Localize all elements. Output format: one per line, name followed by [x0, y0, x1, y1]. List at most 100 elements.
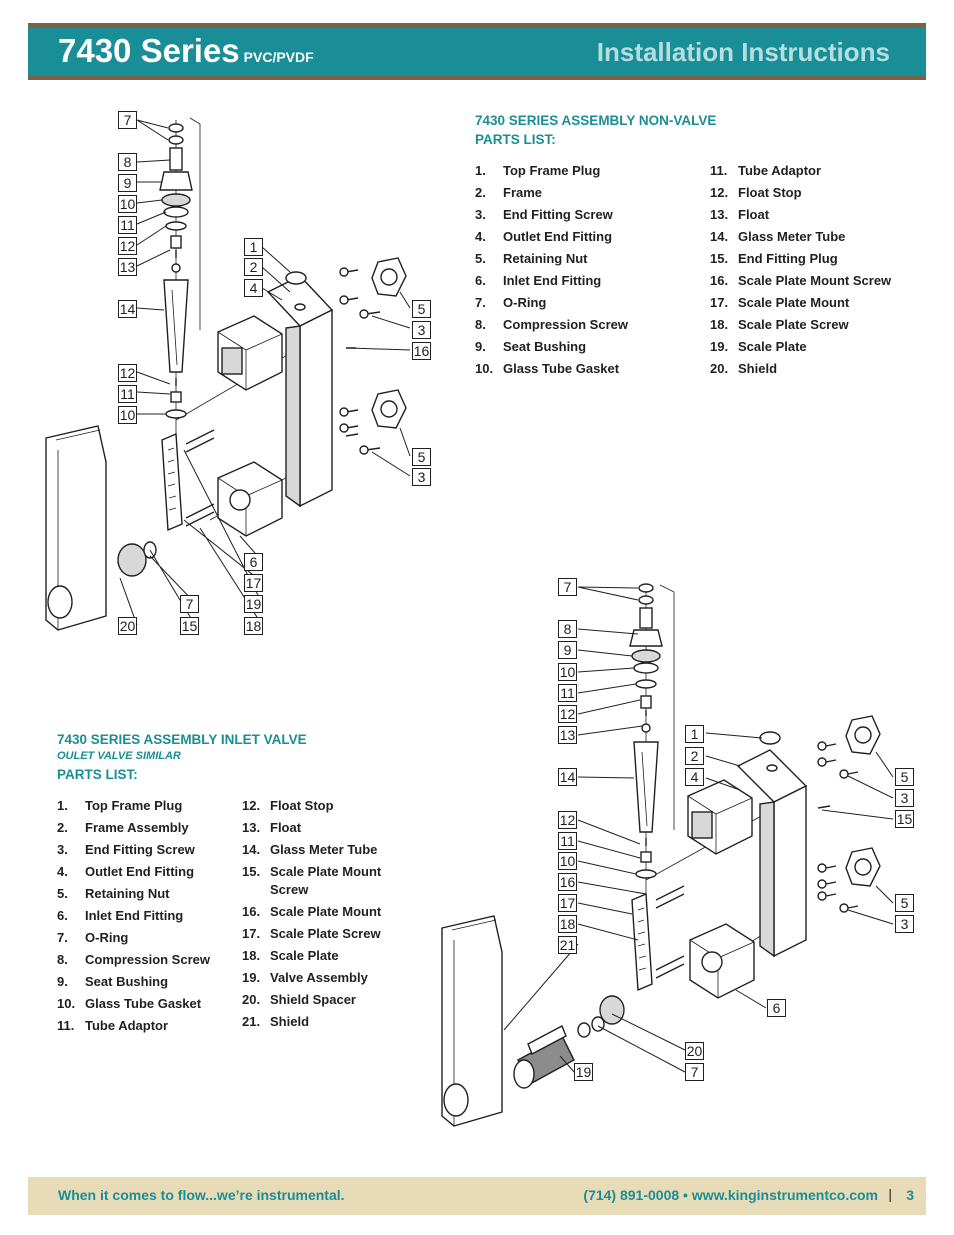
header-top-rule: [28, 23, 926, 28]
list-item: 12.Float Stop: [710, 185, 802, 200]
callout-18: 18: [244, 617, 263, 635]
list-item: 19.Valve Assembly: [242, 970, 368, 985]
list-item: 17.Scale Plate Mount: [710, 295, 850, 310]
list-item: 16.Scale Plate Mount: [242, 904, 382, 919]
inlet-valve-parts-col1: 1.Top Frame Plug 2.Frame Assembly 3.End …: [57, 795, 237, 1037]
callout-3: 3: [895, 915, 914, 933]
list-item: 8.Compression Screw: [475, 317, 628, 332]
callout-2: 2: [685, 747, 704, 765]
list-item: 8.Compression Screw: [57, 952, 210, 967]
callout-13: 13: [118, 258, 137, 276]
list-item: 1.Top Frame Plug: [57, 798, 183, 813]
header-bottom-rule: [28, 76, 926, 80]
callout-12: 12: [118, 237, 137, 255]
footer-contact: (714) 891-0008 • www.kinginstrumentco.co…: [583, 1187, 878, 1203]
callout-17: 17: [244, 574, 263, 592]
callout-12: 12: [118, 364, 137, 382]
callout-9: 9: [118, 174, 137, 192]
list-item: 5.Retaining Nut: [475, 251, 588, 266]
list-item: 13.Float: [710, 207, 770, 222]
callout-10: 10: [558, 852, 577, 870]
callout-13: 13: [558, 726, 577, 744]
list-item: 14.Glass Meter Tube: [242, 842, 378, 857]
callout-17: 17: [558, 894, 577, 912]
footer-tagline: When it comes to flow...we’re instrument…: [58, 1187, 345, 1203]
list-item: 3.End Fitting Screw: [475, 207, 613, 222]
list-item: 5.Retaining Nut: [57, 886, 170, 901]
list-item: 17.Scale Plate Screw: [242, 926, 381, 941]
callout-15: 15: [895, 810, 914, 828]
callout-8: 8: [118, 153, 137, 171]
list-item: 11.Tube Adaptor: [710, 163, 822, 178]
callout-3: 3: [895, 789, 914, 807]
non-valve-list-title: 7430 SERIES ASSEMBLY NON-VALVE PARTS LIS…: [475, 113, 717, 147]
list-item: 11.Tube Adaptor: [57, 1018, 169, 1033]
callout-11: 11: [118, 385, 137, 403]
callout-7: 7: [558, 578, 577, 596]
list-item: 10.Glass Tube Gasket: [475, 361, 620, 376]
callout-4: 4: [685, 768, 704, 786]
callout-3: 3: [412, 468, 431, 486]
callout-19: 19: [244, 595, 263, 613]
callout-7: 7: [685, 1063, 704, 1081]
list-item: 7.O-Ring: [57, 930, 129, 945]
callout-3: 3: [412, 321, 431, 339]
callout-5: 5: [895, 894, 914, 912]
callout-19: 19: [574, 1063, 593, 1081]
list-item: 4.Outlet End Fitting: [475, 229, 613, 244]
callout-16: 16: [412, 342, 431, 360]
list-item: 9.Seat Bushing: [475, 339, 587, 354]
callout-21: 21: [558, 936, 577, 954]
list-item: 18.Scale Plate Screw: [710, 317, 849, 332]
list-item: 20.Shield: [710, 361, 778, 376]
list-item: 4.Outlet End Fitting: [57, 864, 195, 879]
footer-separator: |: [888, 1186, 892, 1202]
callout-5: 5: [895, 768, 914, 786]
list-item: 3.End Fitting Screw: [57, 842, 195, 857]
diagram-inlet-valve: [441, 583, 894, 1127]
non-valve-parts-col1: 1.Top Frame Plug 2.Frame 3.End Fitting S…: [475, 160, 695, 380]
list-item: 6.Inlet End Fitting: [475, 273, 602, 288]
callout-7: 7: [180, 595, 199, 613]
list-item: 15.Scale Plate Mount Screw: [242, 864, 382, 897]
callout-18: 18: [558, 915, 577, 933]
list-item: 16.Scale Plate Mount Screw: [710, 273, 892, 288]
list-item: 2.Frame Assembly: [57, 820, 189, 835]
non-valve-parts-col2: 11.Tube Adaptor 12.Float Stop 13.Float 1…: [710, 160, 925, 380]
diagram-non-valve: [45, 117, 411, 631]
list-item: 13.Float: [242, 820, 302, 835]
callout-5: 5: [412, 300, 431, 318]
list-item: 12.Float Stop: [242, 798, 334, 813]
callout-11: 11: [118, 216, 137, 234]
inlet-valve-list-subtitle: OULET VALVE SIMILAR: [57, 750, 181, 762]
list-item: 9.Seat Bushing: [57, 974, 169, 989]
callout-9: 9: [558, 641, 577, 659]
callout-10: 10: [118, 406, 137, 424]
callout-10: 10: [558, 663, 577, 681]
list-item: 14.Glass Meter Tube: [710, 229, 846, 244]
inlet-valve-list-heading: PARTS LIST:: [57, 767, 138, 782]
callout-10: 10: [118, 195, 137, 213]
callout-8: 8: [558, 620, 577, 638]
callout-6: 6: [244, 553, 263, 571]
list-item: 2.Frame: [475, 185, 543, 200]
list-item: 18.Scale Plate: [242, 948, 339, 963]
inlet-valve-parts-col2: 12.Float Stop 13.Float 14.Glass Meter Tu…: [242, 795, 402, 1033]
callout-1: 1: [685, 725, 704, 743]
callout-15: 15: [180, 617, 199, 635]
list-item: 19.Scale Plate: [710, 339, 807, 354]
callout-20: 20: [685, 1042, 704, 1060]
list-item: 6.Inlet End Fitting: [57, 908, 184, 923]
list-item: 20.Shield Spacer: [242, 992, 356, 1007]
series-material: PVC/PVDF: [243, 49, 314, 65]
inlet-valve-list-title: 7430 SERIES ASSEMBLY INLET VALVE: [57, 732, 307, 747]
list-item: 21.Shield: [242, 1014, 310, 1029]
list-item: 10.Glass Tube Gasket: [57, 996, 202, 1011]
callout-20: 20: [118, 617, 137, 635]
callout-12: 12: [558, 705, 577, 723]
page-footer: When it comes to flow...we’re instrument…: [28, 1177, 926, 1215]
callout-1: 1: [244, 238, 263, 256]
document-title: Installation Instructions: [596, 37, 890, 67]
